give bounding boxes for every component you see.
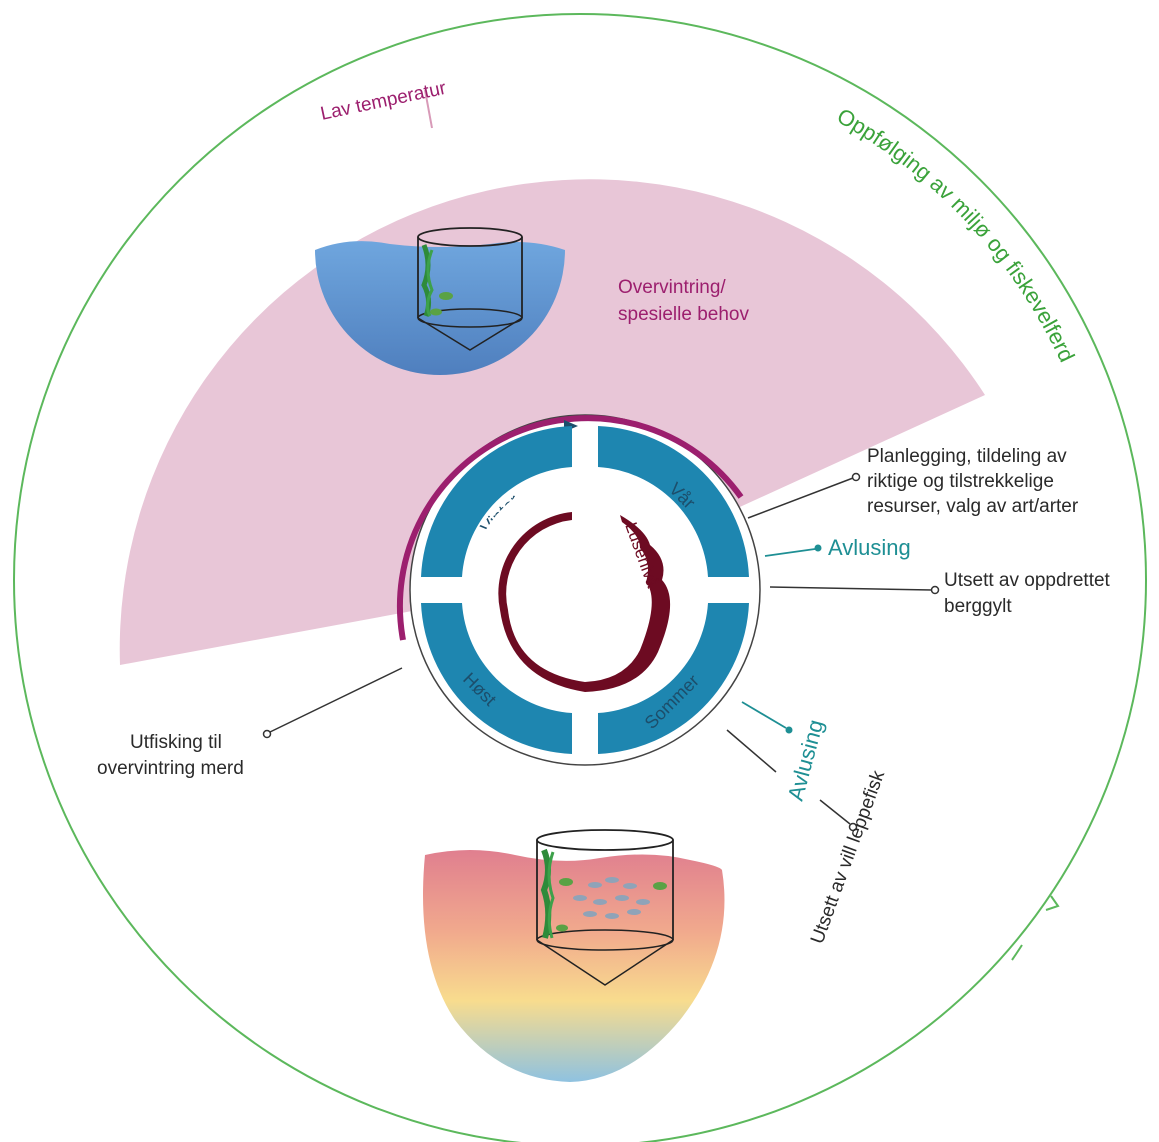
lice-level-blob	[648, 575, 666, 600]
planning-pointer	[747, 477, 854, 519]
season-block-vinter	[421, 426, 572, 577]
overwinter-label-line2: spesielle behov	[618, 304, 749, 325]
outer-ring-inner-arc	[1011, 944, 1023, 961]
delousing-summer-pointer	[741, 701, 787, 729]
fishing-out-label-line2: overvintring merd	[97, 758, 244, 779]
fishing-out-dot	[262, 729, 272, 739]
season-block-sommer	[598, 603, 749, 754]
low-temp-pointer	[424, 89, 433, 129]
season-block-var	[598, 426, 749, 577]
summer-pen-illustration	[423, 829, 725, 1082]
fishing-out-pointer	[269, 667, 403, 733]
delousing-spring-label: Avlusing	[828, 535, 911, 560]
outer-ring-arrowhead	[1045, 895, 1060, 911]
release-farmed-label-line2: berggylt	[944, 596, 1012, 617]
overwintering-pen-illustration	[314, 227, 565, 376]
release-wild-pointer-end	[819, 799, 851, 825]
release-farmed-label-line1: Utsett av oppdrettet	[944, 570, 1111, 591]
release-farmed-dot	[930, 585, 940, 595]
delousing-spring-pointer	[764, 548, 816, 557]
planning-label-line2: riktige og tilstrekkelige	[867, 471, 1054, 492]
winter-period-arc	[396, 415, 744, 641]
planning-label-line1: Planlegging, tildeling av	[867, 446, 1067, 467]
fishing-out-label-line1: Utfisking til	[130, 732, 222, 753]
delousing-summer-dot	[785, 726, 793, 734]
release-wild-dot	[848, 822, 858, 832]
overwinter-label-line1: Overvintring/	[618, 277, 726, 298]
season-block-host	[421, 603, 572, 754]
release-wild-pointer	[726, 729, 777, 773]
outer-followup-ring	[13, 13, 1147, 1142]
release-farmed-pointer	[769, 586, 933, 591]
delousing-spring-dot	[814, 544, 822, 552]
planning-pointer-dot	[851, 472, 861, 482]
release-wild-label: Utsett av vill leppefisk	[807, 767, 889, 946]
planning-label-line3: resurser, valg av art/arter	[867, 496, 1079, 517]
